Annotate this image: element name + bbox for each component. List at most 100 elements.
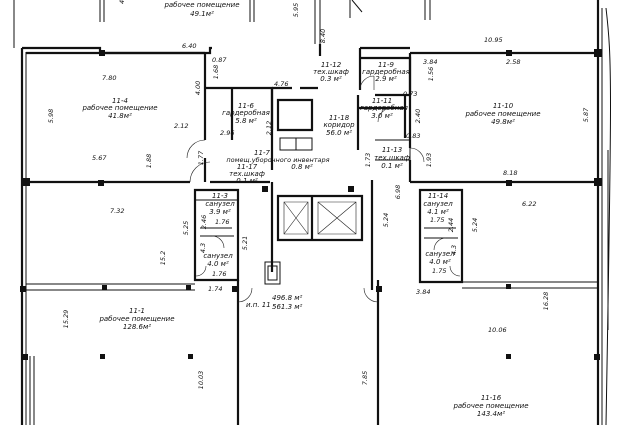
dimension-label: 4.3 [450, 245, 458, 255]
room-code: 11-9 [378, 61, 394, 69]
wall-left-wc-split [196, 199, 238, 237]
door-right-wc [433, 237, 461, 277]
dimension-label: 1.74 [208, 285, 222, 293]
dimension-label: 5.21 [241, 236, 249, 250]
column [506, 180, 512, 186]
dimension-label: 5.25 [182, 221, 190, 235]
door-11-11 [377, 107, 393, 123]
room-area: 3.9 м² [209, 208, 231, 216]
dimension-label: 7.80 [102, 74, 116, 82]
dimension-label: 2.40 [414, 109, 422, 123]
dimension-label: 1.77 [197, 150, 205, 165]
dimension-label: 5.24 [382, 213, 390, 227]
room-code: 11-12 [321, 61, 342, 69]
room-type: санузел [425, 250, 455, 258]
dimension-label: 0.73 [403, 90, 417, 98]
dimension-label: 4.76 [274, 80, 288, 88]
dimension-label: 7.85 [361, 371, 369, 385]
dimension-label: 4 [118, 0, 126, 4]
dimension-label: 1.56 [427, 67, 435, 81]
dimension-label: 10.03 [197, 371, 205, 390]
room-code: 11-18 [329, 114, 350, 122]
column [506, 284, 511, 289]
top-wall-d [349, 0, 363, 18]
column [188, 354, 193, 359]
room-code: 11-4 [112, 97, 128, 105]
room-area: 5.8 м² [235, 117, 257, 125]
floor-area-2: 561.3 м² [272, 303, 303, 311]
room-area: 143.4м² [477, 410, 505, 418]
room-type: тех.шкаф [374, 154, 410, 162]
column [20, 286, 26, 292]
room-code: 11-13 [382, 146, 402, 154]
dimension-label: 1.76 [212, 270, 226, 278]
column [376, 286, 382, 292]
room-area: 0.1 м² [236, 177, 258, 185]
column [232, 286, 238, 292]
dimension-label: 2.44 [447, 218, 455, 232]
wall-core-tech [276, 98, 314, 132]
dimension-label: 7.32 [110, 207, 124, 215]
room-code: 11-6 [238, 102, 254, 110]
right-facade [601, 7, 611, 425]
door-lower-left [237, 287, 253, 303]
room-type: гардеробная [362, 68, 410, 76]
dimension-label: 5.24 [471, 218, 479, 232]
column [102, 285, 107, 290]
top-wall-b [249, 0, 255, 22]
dimension-label: 4.3 [199, 243, 207, 253]
door-left-wc [195, 235, 225, 277]
room-code: 11-17 [237, 163, 258, 171]
room-type: гардеробная [360, 104, 408, 112]
floor-summary: и.п. 11 496.8 м² 561.3 м² [246, 294, 303, 311]
wall-corridor-mid [279, 137, 313, 151]
room-area: 0.3 м² [320, 75, 342, 83]
left-lower-window [29, 356, 35, 425]
column [186, 285, 191, 290]
column [262, 186, 268, 192]
room-area: 3.0 м² [371, 112, 393, 120]
room-code: 11-3 [212, 192, 228, 200]
elevator-2 [317, 201, 357, 235]
column [594, 178, 602, 186]
dimension-label: 3.84 [416, 288, 430, 296]
column [506, 50, 512, 56]
wall-11-13 [375, 139, 411, 161]
dimension-label: 8.40 [319, 29, 327, 43]
dimension-label: 15.2 [159, 251, 167, 265]
room-type: тех.шкаф [313, 68, 349, 76]
room-type: санузел [423, 200, 453, 208]
core-left-stair [264, 261, 281, 285]
dimension-label: 5.87 [582, 107, 590, 122]
room-area: 4.0 м² [207, 260, 229, 268]
lower-left-corridor [26, 283, 195, 291]
wall-right-wc-split [424, 227, 458, 239]
top-wall-c [314, 0, 321, 44]
dimension-label: 1.75 [430, 216, 444, 224]
dimension-label: 1.68 [212, 65, 220, 79]
dimension-label: 15.29 [62, 310, 70, 329]
room-type: санузел [205, 200, 235, 208]
room-code: 11-14 [428, 192, 448, 200]
dimension-label: 1.75 [432, 267, 446, 275]
walls [13, 0, 611, 425]
room-type: тех.шкаф [229, 170, 265, 178]
dimension-label: 1.93 [425, 153, 433, 167]
room-type: санузел [203, 252, 233, 260]
dimension-label: 10.06 [488, 326, 507, 334]
dimension-label: 2.12 [265, 121, 273, 135]
dimension-label: 8.18 [503, 169, 517, 177]
dimension-label: 0.83 [406, 132, 420, 140]
column [22, 178, 30, 186]
doors [186, 75, 461, 303]
column [98, 180, 104, 186]
dimension-label: 2.96 [220, 129, 234, 137]
room-area: 4.0 м² [429, 258, 451, 266]
room-area: 49.1м² [190, 10, 214, 18]
room-type: рабочее помещение [452, 402, 528, 410]
dimension-label: 1.88 [145, 154, 153, 168]
room-area: 41.8м² [108, 112, 132, 120]
dimension-label: 6.22 [522, 200, 536, 208]
upper-right-wall [360, 46, 598, 55]
